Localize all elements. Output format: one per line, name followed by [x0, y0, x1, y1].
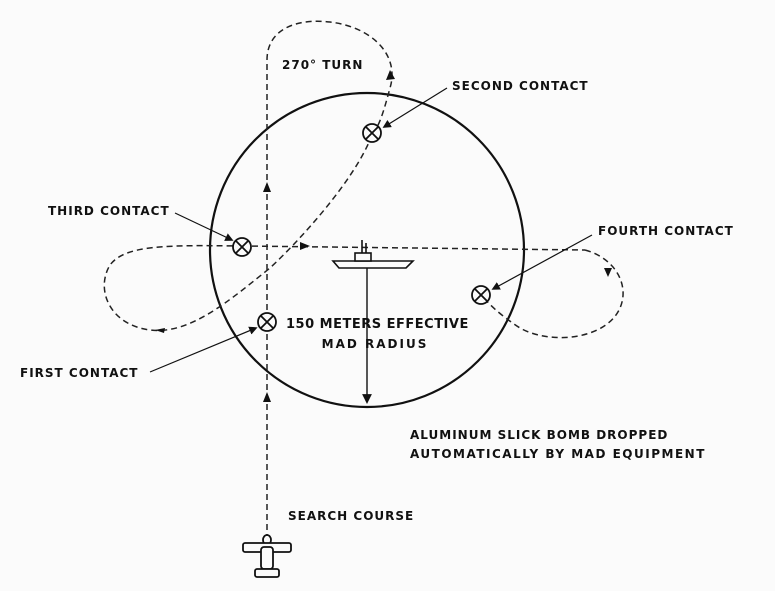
arrow-left-loop: [155, 328, 165, 333]
right-loop: [480, 249, 624, 339]
leader-lines: [149, 87, 593, 373]
search-course-label: SEARCH COURSE: [288, 509, 415, 523]
mad-radius-label-line1: 150 METERS EFFECTIVE: [286, 317, 469, 332]
fourth-contact-label: FOURTH CONTACT: [598, 224, 734, 238]
arrow-up-2: [263, 182, 271, 192]
bomb-label-line2: AUTOMATICALLY BY MAD EQUIPMENT: [410, 447, 706, 461]
third-contact-label: THIRD CONTACT: [48, 204, 170, 218]
flight-path: [103, 20, 624, 540]
contact-marker-fourth: [471, 285, 491, 305]
arrow-turn: [386, 70, 395, 80]
airplane-icon: [242, 534, 292, 578]
leader-third: [174, 212, 234, 241]
contact-marker-first: [257, 312, 277, 332]
contact-marker-second: [362, 123, 382, 143]
contact-markers: [232, 123, 491, 332]
turn-loop: [266, 20, 393, 136]
straight-run: [241, 245, 586, 251]
arrow-straight: [300, 242, 310, 250]
mad-radius-label-line2: MAD RADIUS: [321, 337, 429, 351]
leader-second: [382, 87, 448, 128]
path-arrows: [155, 70, 612, 402]
contact-marker-third: [232, 237, 252, 257]
leader-fourth: [491, 234, 593, 290]
turn-label: 270° TURN: [282, 58, 364, 72]
first-contact-label: FIRST CONTACT: [20, 366, 139, 380]
submarine-icon: [331, 240, 415, 269]
second-contact-label: SECOND CONTACT: [452, 79, 589, 93]
arrow-right-loop: [604, 268, 612, 277]
arrow-up-1: [263, 392, 271, 402]
leader-first: [149, 326, 258, 373]
bomb-label-line1: ALUMINUM SLICK BOMB DROPPED: [410, 428, 669, 442]
cross-path: [103, 134, 373, 332]
